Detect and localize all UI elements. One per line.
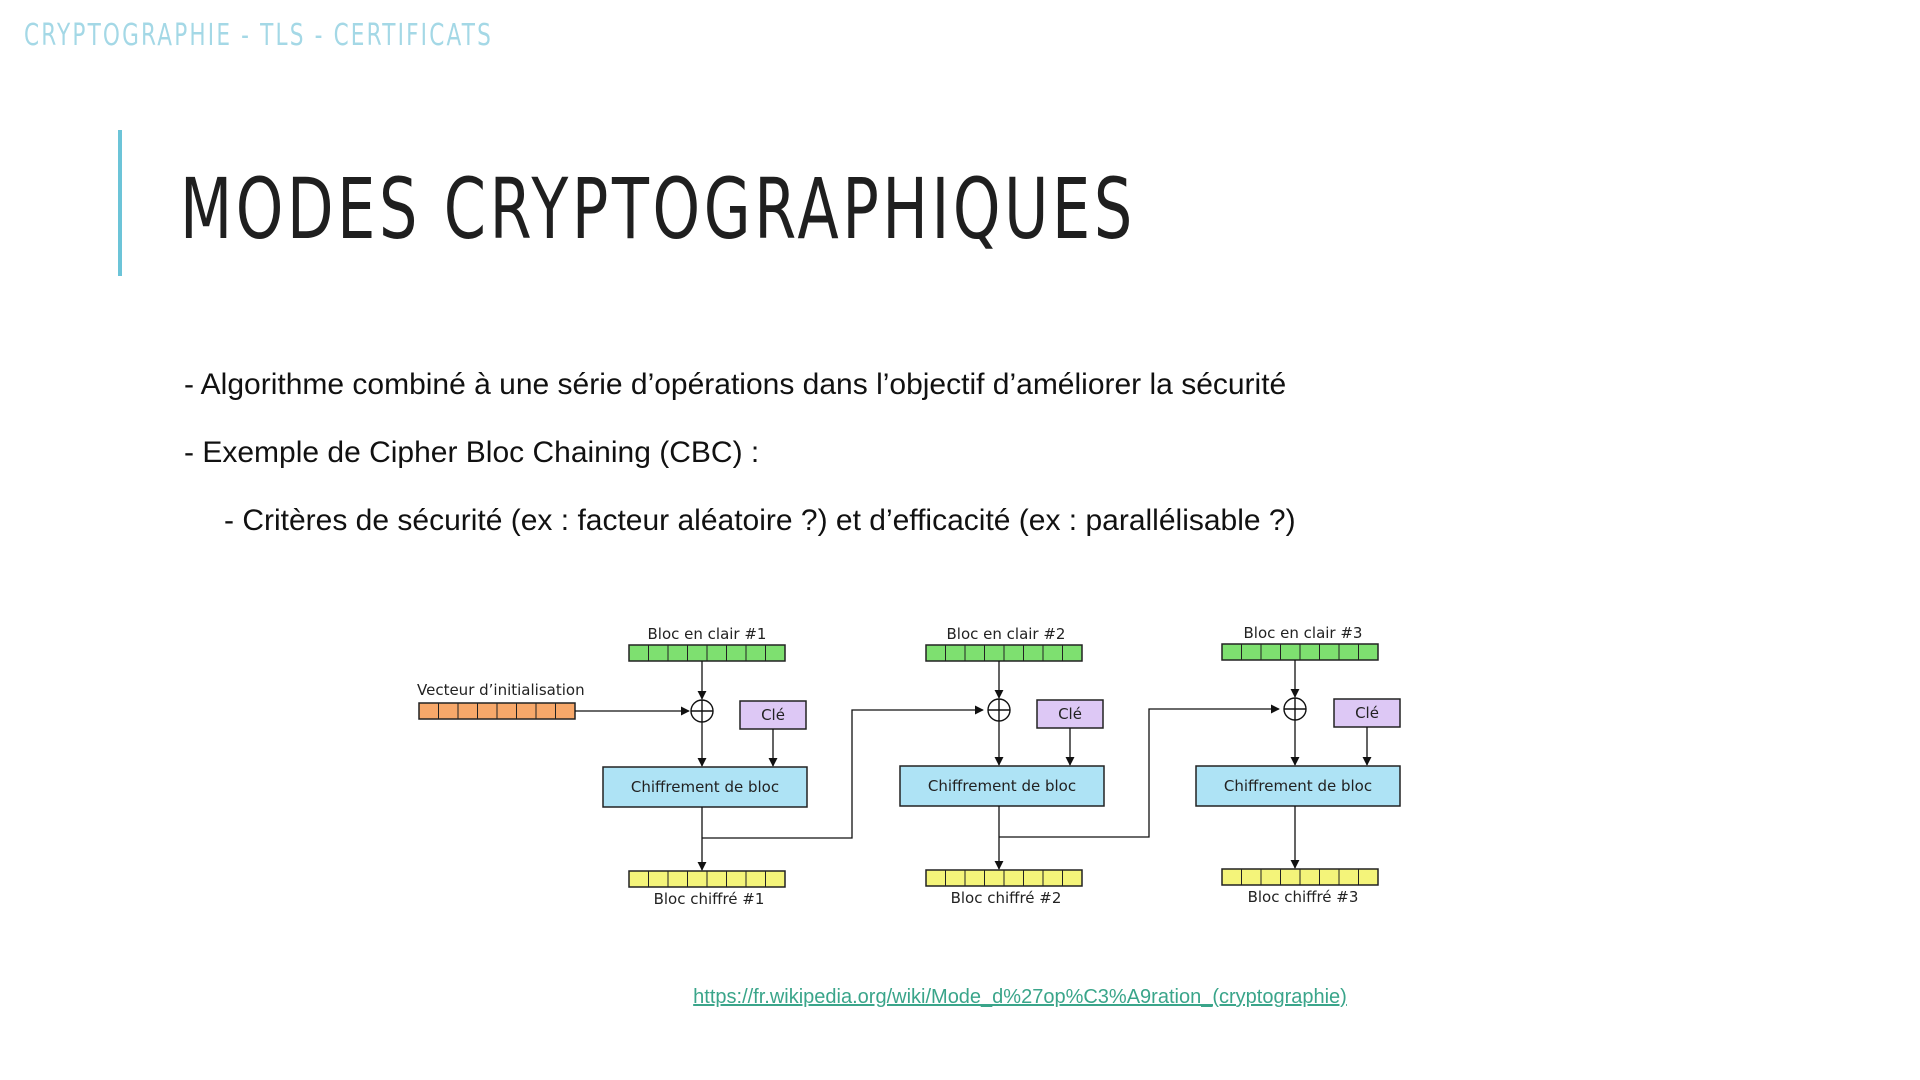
ciphertext-block-3 [1221, 868, 1379, 886]
slide-title: MODES CRYPTOGRAPHIQUES [180, 160, 1136, 258]
encrypt-label-1: Chiffrement de bloc [631, 778, 779, 796]
xor-icon-2 [987, 698, 1011, 722]
key-box-2: Clé [1036, 699, 1104, 729]
iv-block [418, 702, 576, 720]
encrypt-box-2: Chiffrement de bloc [899, 765, 1105, 807]
encrypt-box-3: Chiffrement de bloc [1195, 765, 1401, 807]
key-box-1: Clé [739, 700, 807, 730]
plaintext-label-1: Bloc en clair #1 [648, 625, 767, 643]
encrypt-box-1: Chiffrement de bloc [602, 766, 808, 808]
plaintext-block-1 [628, 644, 786, 662]
encrypt-label-3: Chiffrement de bloc [1224, 777, 1372, 795]
cbc-stage-2: Bloc en clair #2 Clé Chiffrement de bloc… [899, 625, 1105, 907]
cbc-stage-3: Bloc en clair #3 Clé Chiffrement de bloc… [1195, 624, 1401, 906]
bullet-item-1: - Algorithme combiné à une série d’opéra… [184, 368, 1287, 401]
key-label-1: Clé [761, 706, 785, 724]
encrypt-label-2: Chiffrement de bloc [928, 777, 1076, 795]
bullet-item-3: - Critères de sécurité (ex : facteur alé… [224, 504, 1296, 537]
key-box-3: Clé [1333, 698, 1401, 728]
plaintext-label-3: Bloc en clair #3 [1244, 624, 1363, 642]
iv-label: Vecteur d’initialisation [417, 681, 585, 699]
plaintext-block-2 [925, 644, 1083, 662]
plaintext-label-2: Bloc en clair #2 [947, 625, 1066, 643]
cbc-diagram: Vecteur d’initialisation Bloc en clair #… [417, 624, 1401, 908]
cbc-stage-1: Bloc en clair #1 Clé Chiffrement de bloc… [602, 625, 808, 908]
ciphertext-label-3: Bloc chiffré #3 [1248, 888, 1359, 906]
ciphertext-block-1 [628, 870, 786, 888]
presentation-header: CRYPTOGRAPHIE - TLS - CERTIFICATS [24, 18, 493, 53]
key-label-3: Clé [1355, 704, 1379, 722]
key-label-2: Clé [1058, 705, 1082, 723]
ciphertext-block-2 [925, 869, 1083, 887]
title-accent-bar [118, 130, 122, 276]
xor-icon-1 [690, 699, 714, 723]
bullet-item-2: - Exemple de Cipher Bloc Chaining (CBC) … [184, 436, 760, 469]
source-link[interactable]: https://fr.wikipedia.org/wiki/Mode_d%27o… [693, 986, 1347, 1008]
ciphertext-label-2: Bloc chiffré #2 [951, 889, 1062, 907]
xor-icon-3 [1283, 697, 1307, 721]
plaintext-block-3 [1221, 643, 1379, 661]
ciphertext-label-1: Bloc chiffré #1 [654, 890, 765, 908]
